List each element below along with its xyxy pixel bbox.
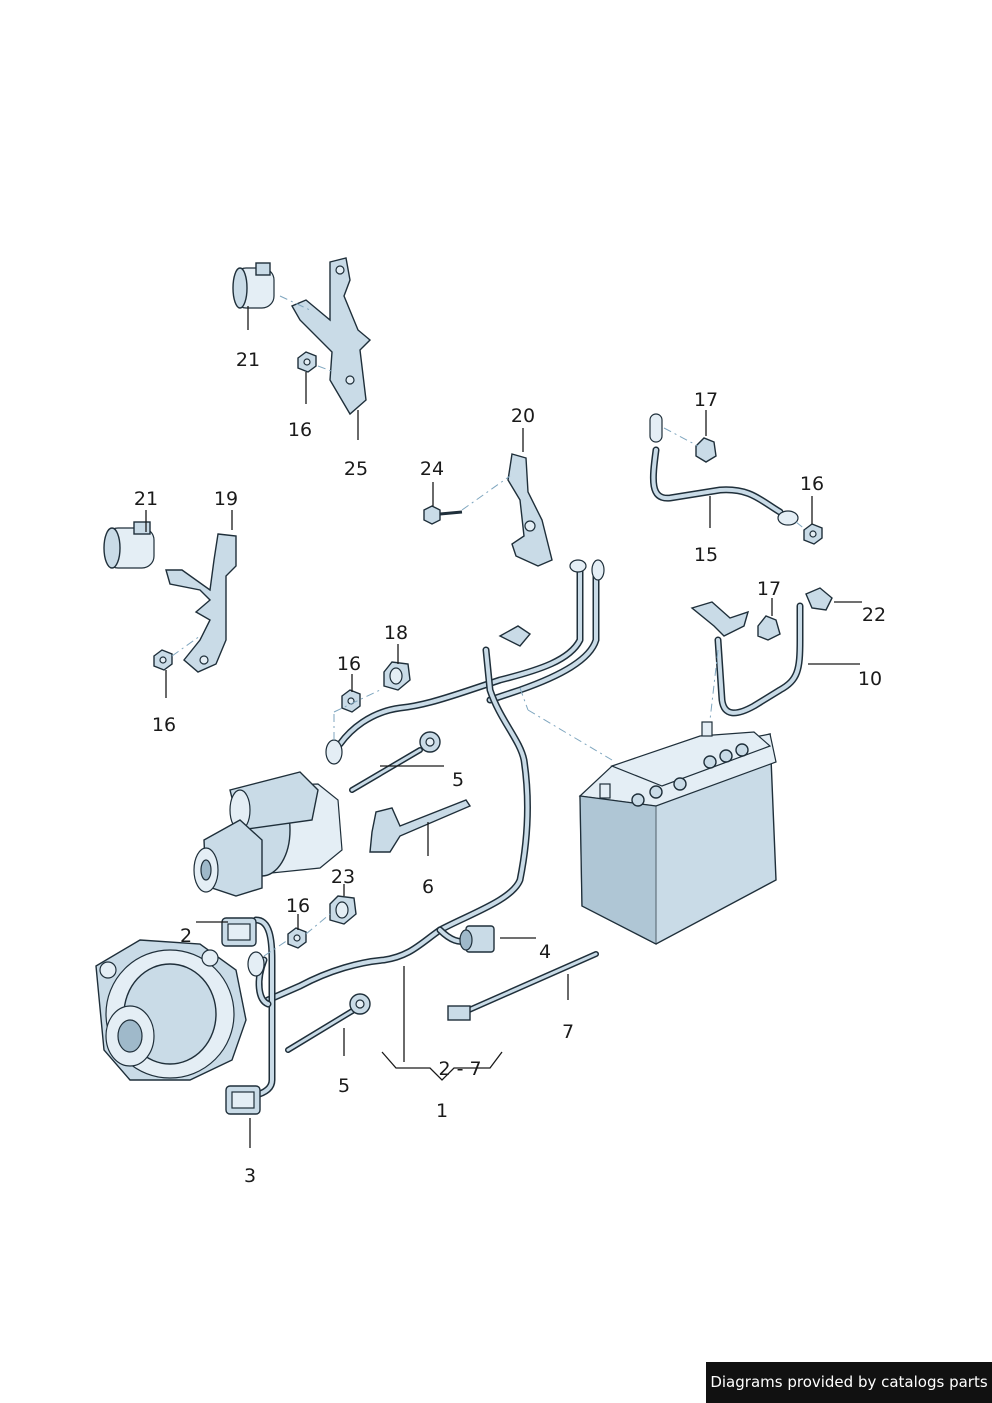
battery (578, 721, 777, 945)
connector-2 (221, 917, 257, 947)
bracket-19 (165, 533, 237, 673)
callout-24: 24 (420, 458, 444, 480)
bolt-24 (423, 505, 463, 525)
grommet-18 (383, 661, 411, 691)
alternator (95, 939, 247, 1081)
connector-3 (225, 1085, 261, 1115)
nut-16-left (153, 649, 173, 671)
leader-lines (145, 306, 862, 1148)
callout-22: 22 (862, 604, 886, 626)
callout-4: 4 (539, 941, 551, 963)
callout-16-right: 16 (800, 473, 824, 495)
ground-cable-15 (649, 413, 823, 545)
callout-16-top: 16 (288, 419, 312, 441)
nut-17-right (757, 615, 781, 641)
cable-tie-5-bottom (285, 993, 371, 1053)
callout-2-7: 2 - 7 (438, 1058, 481, 1080)
bracket-assembly-top (232, 257, 372, 416)
callout-17-right: 17 (757, 578, 781, 600)
callout-18: 18 (384, 622, 408, 644)
bracket-assembly-left (103, 521, 237, 673)
callout-19: 19 (214, 488, 238, 510)
battery-cable-10 (690, 587, 833, 721)
bracket-25 (291, 257, 372, 416)
attribution-banner: Diagrams provided by catalogs parts (706, 1362, 992, 1403)
callout-2: 2 (180, 925, 192, 947)
callout-10: 10 (858, 668, 882, 690)
clip-6 (369, 799, 472, 853)
clip-22 (805, 587, 833, 611)
nut-16-top (297, 351, 317, 373)
callout-labels: 21 16 25 20 24 17 16 15 21 19 16 18 16 1… (134, 349, 886, 1187)
grommet-21-top (232, 262, 275, 309)
callout-6: 6 (422, 876, 434, 898)
wiring-harness-1 (247, 559, 613, 1100)
callout-20: 20 (511, 405, 535, 427)
nut-16-right (803, 523, 823, 545)
callout-21-left: 21 (134, 488, 158, 510)
starter-motor (193, 771, 343, 897)
cable-tie-5-top (349, 731, 441, 793)
callout-7: 7 (562, 1021, 574, 1043)
nut-16-lower (287, 927, 307, 949)
callout-17-top: 17 (694, 389, 718, 411)
callout-16-left: 16 (152, 714, 176, 736)
callout-25: 25 (344, 458, 368, 480)
callout-23: 23 (331, 866, 355, 888)
callout-16-middle: 16 (337, 653, 361, 675)
callout-5-bottom: 5 (338, 1075, 350, 1097)
bracket-20-assembly (423, 453, 553, 567)
callout-21-top: 21 (236, 349, 260, 371)
callout-1: 1 (436, 1100, 448, 1122)
connector-4 (459, 925, 495, 953)
callout-15: 15 (694, 544, 718, 566)
callout-3: 3 (244, 1165, 256, 1187)
callout-16-lower: 16 (286, 895, 310, 917)
cable-tie-7 (447, 951, 599, 1021)
callout-5-top: 5 (452, 769, 464, 791)
grommet-23 (329, 895, 357, 925)
nut-17-top (695, 437, 717, 463)
